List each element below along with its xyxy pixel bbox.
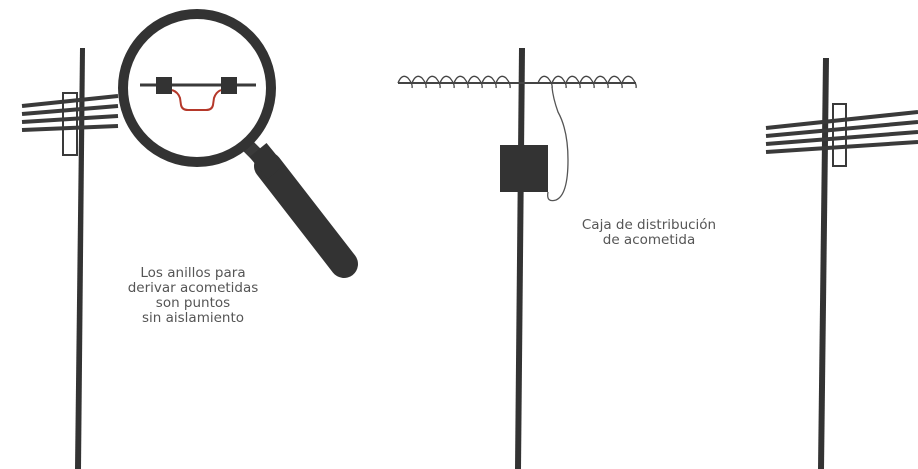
magnifier-lens-ring — [118, 9, 276, 167]
service-drop-wire — [547, 86, 569, 202]
right-pole — [818, 58, 829, 469]
rings-note-line: Los anillos para — [140, 265, 246, 281]
left-multiplex-cable — [21, 94, 119, 132]
distribution-box-label-line: Caja de distribución — [581, 217, 717, 233]
distribution-box-label-line: de acometida — [602, 232, 696, 248]
magnifier-lens-background — [127, 18, 267, 158]
magnifier — [118, 9, 358, 278]
rings-note-line: son puntos — [155, 295, 231, 311]
rings-note: Los anillos para derivar acometidas son … — [100, 266, 286, 326]
middle-pole-group — [397, 48, 637, 469]
left-cable-clamp — [62, 92, 78, 156]
bare-wire-spiral — [397, 75, 637, 89]
middle-pole — [515, 48, 525, 469]
magnifier-collar — [249, 143, 285, 179]
distribution-box-label: Caja de distribución de acometida — [556, 218, 742, 248]
distribution-box — [500, 145, 548, 192]
right-cable-clamp — [832, 103, 847, 167]
lens-connector-left — [156, 77, 172, 94]
left-pole — [75, 48, 85, 469]
left-pole-group — [21, 48, 119, 469]
magnifier-handle — [254, 152, 358, 278]
lens-tap-wire — [171, 89, 222, 111]
right-pole-group — [765, 58, 918, 469]
right-multiplex-cable — [765, 110, 918, 154]
rings-note-line: sin aislamiento — [141, 310, 245, 326]
lens-connector-right — [221, 77, 237, 94]
rings-note-line: derivar acometidas — [127, 280, 259, 296]
